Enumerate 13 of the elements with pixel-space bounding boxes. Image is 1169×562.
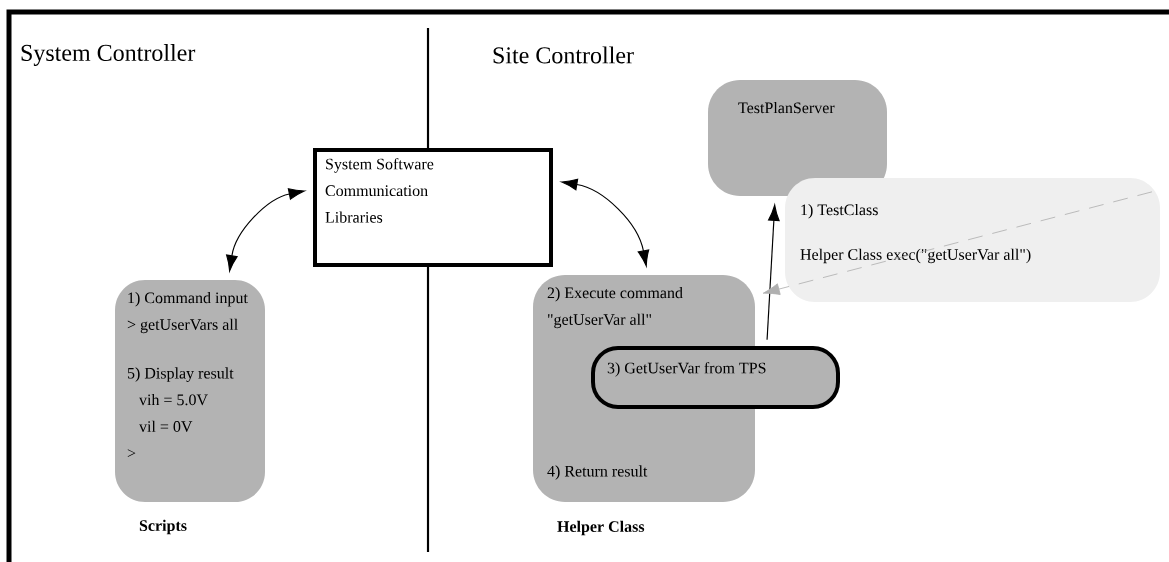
arrow bbox=[561, 178, 650, 267]
box-caption: Helper Class bbox=[557, 520, 645, 536]
box-caption: Scripts bbox=[139, 519, 187, 535]
arrow bbox=[226, 188, 305, 272]
process-box: 1) Command input > getUserVars all 5) Display result vih = 5.0V vil = 0V > bbox=[115, 280, 265, 502]
arrow bbox=[762, 191, 1153, 295]
note-box: 1) TestClass Helper Class exec("getUserVar all") bbox=[785, 178, 1160, 302]
panel-heading: System Controller bbox=[21, 44, 196, 66]
panel-heading: Site Controller bbox=[493, 46, 634, 64]
step-box: 3) GetUserVar from TPS bbox=[591, 346, 840, 409]
library-box: System Software Communication Libraries bbox=[313, 148, 553, 267]
arrow bbox=[766, 204, 780, 341]
server-box: TestPlanServer bbox=[708, 80, 887, 196]
